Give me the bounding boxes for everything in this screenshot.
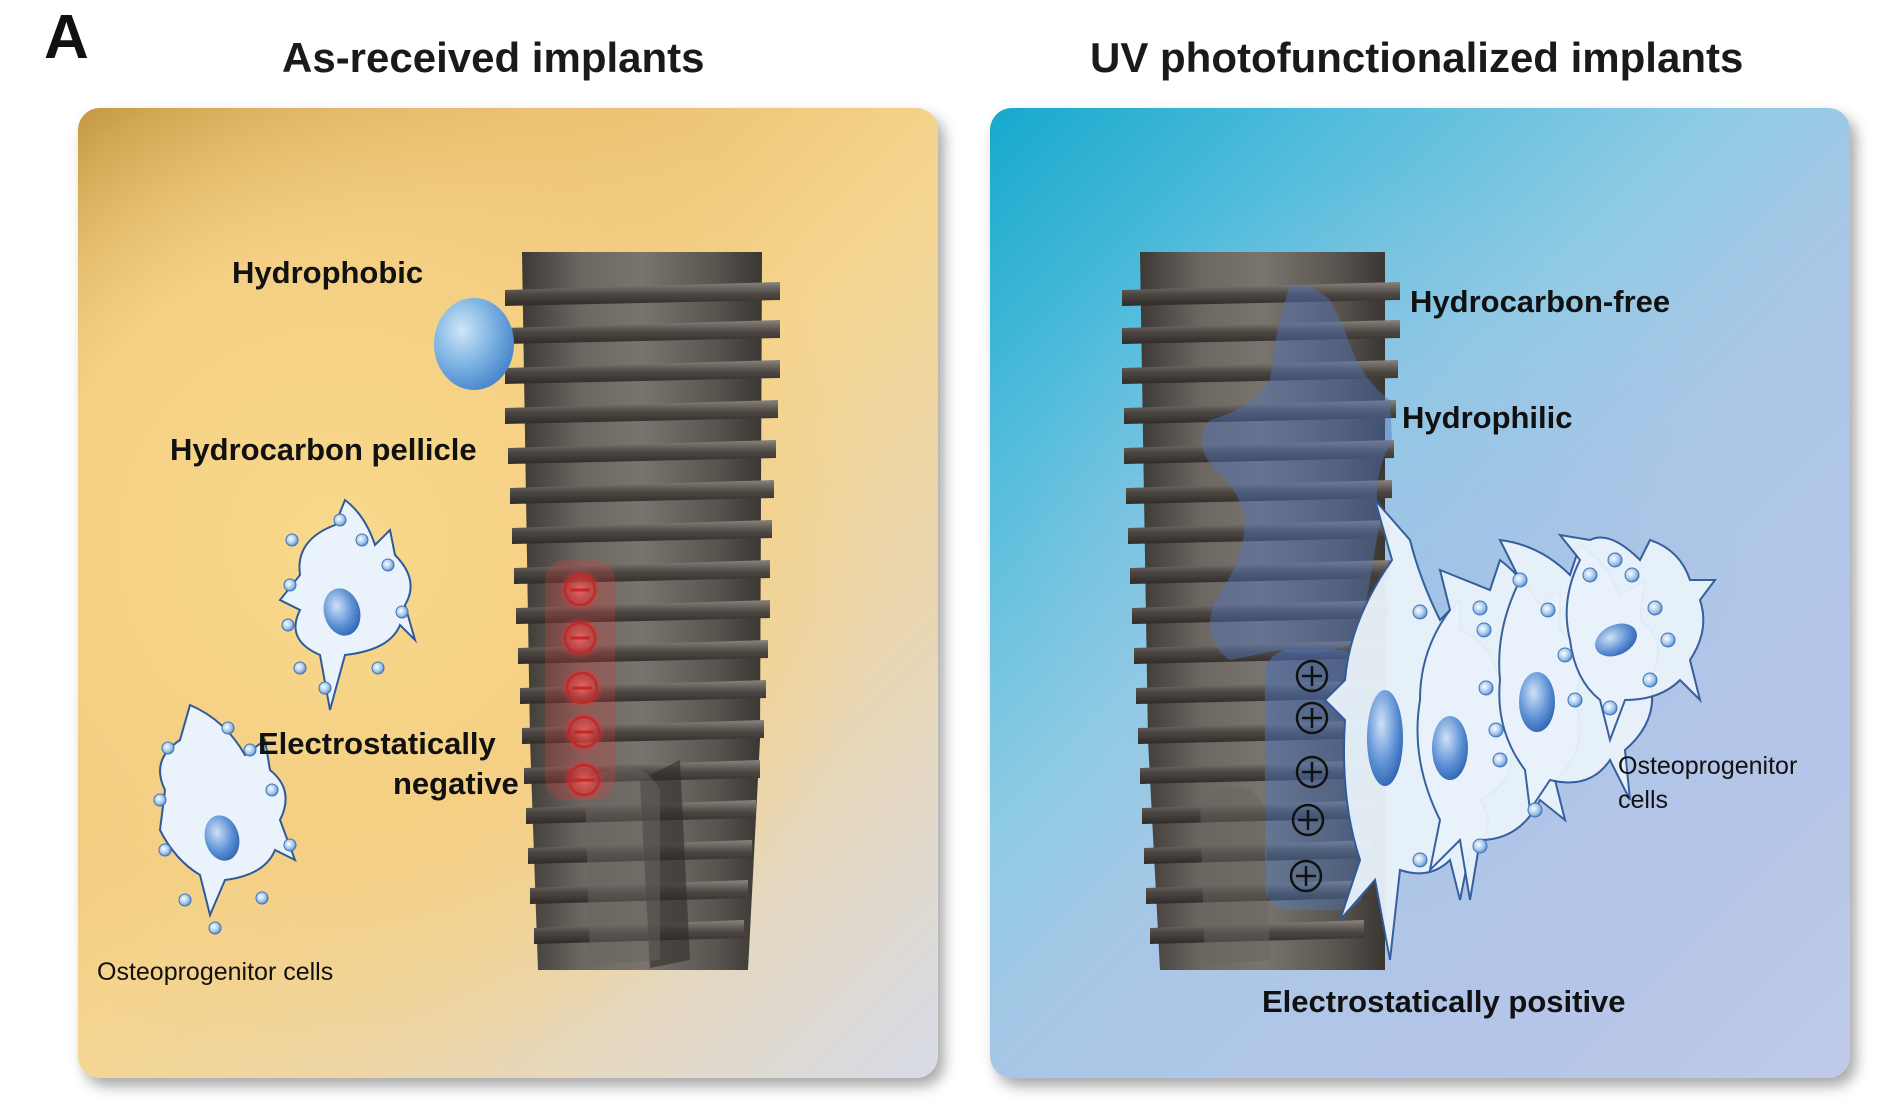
label-osteoprogenitor-right-line2: cells (1618, 786, 1669, 814)
label-hydrocarbon-free: Hydrocarbon-free (1410, 284, 1671, 319)
label-electrostatically-positive: Electrostatically positive (1262, 984, 1626, 1019)
negative-charges (545, 560, 615, 802)
osteoprogenitor-cell-icon (278, 498, 418, 711)
osteoprogenitor-cell-cluster (1323, 499, 1717, 961)
positive-charge-icon (1295, 659, 1329, 693)
negative-charge-icon (560, 666, 604, 710)
label-hydrophilic: Hydrophilic (1402, 400, 1573, 435)
positive-charge-icon (1295, 755, 1329, 789)
positive-charge-icon (1289, 859, 1323, 893)
positive-charge-icon (1291, 803, 1325, 837)
left-panel-title: As-received implants (282, 34, 705, 81)
cell-surface-beads (1412, 552, 1676, 868)
label-hydrocarbon-pellicle: Hydrocarbon pellicle (170, 432, 477, 467)
cell-nucleus (1367, 690, 1403, 786)
positive-charges (1289, 659, 1329, 893)
left-panel-background (78, 108, 938, 1078)
cell-nucleus (1595, 623, 1637, 657)
negative-charge-icon (562, 710, 606, 754)
label-osteoprogenitor-right-line1: Osteoprogenitor (1618, 752, 1798, 780)
panel-letter: A (44, 3, 89, 72)
positive-charge-icon (1295, 701, 1329, 735)
negative-charge-icon (558, 616, 602, 660)
hydrophilic-water-film (1201, 285, 1392, 660)
negative-charge-icon (558, 568, 602, 612)
label-hydrophobic: Hydrophobic (232, 255, 424, 290)
osteoprogenitor-cell-icon (1557, 533, 1717, 744)
cell-nucleus (1432, 716, 1468, 780)
label-osteoprogenitor-cells-left: Osteoprogenitor cells (97, 958, 334, 986)
water-droplet-icon (434, 298, 514, 390)
osteoprogenitor-cell-icon (153, 703, 297, 935)
label-electrostatically: Electrostatically (258, 726, 496, 761)
cell-nucleus (1519, 672, 1555, 732)
negative-charge-icon (562, 758, 606, 802)
label-negative: negative (393, 766, 519, 801)
right-panel-title: UV photofunctionalized implants (1090, 34, 1744, 81)
